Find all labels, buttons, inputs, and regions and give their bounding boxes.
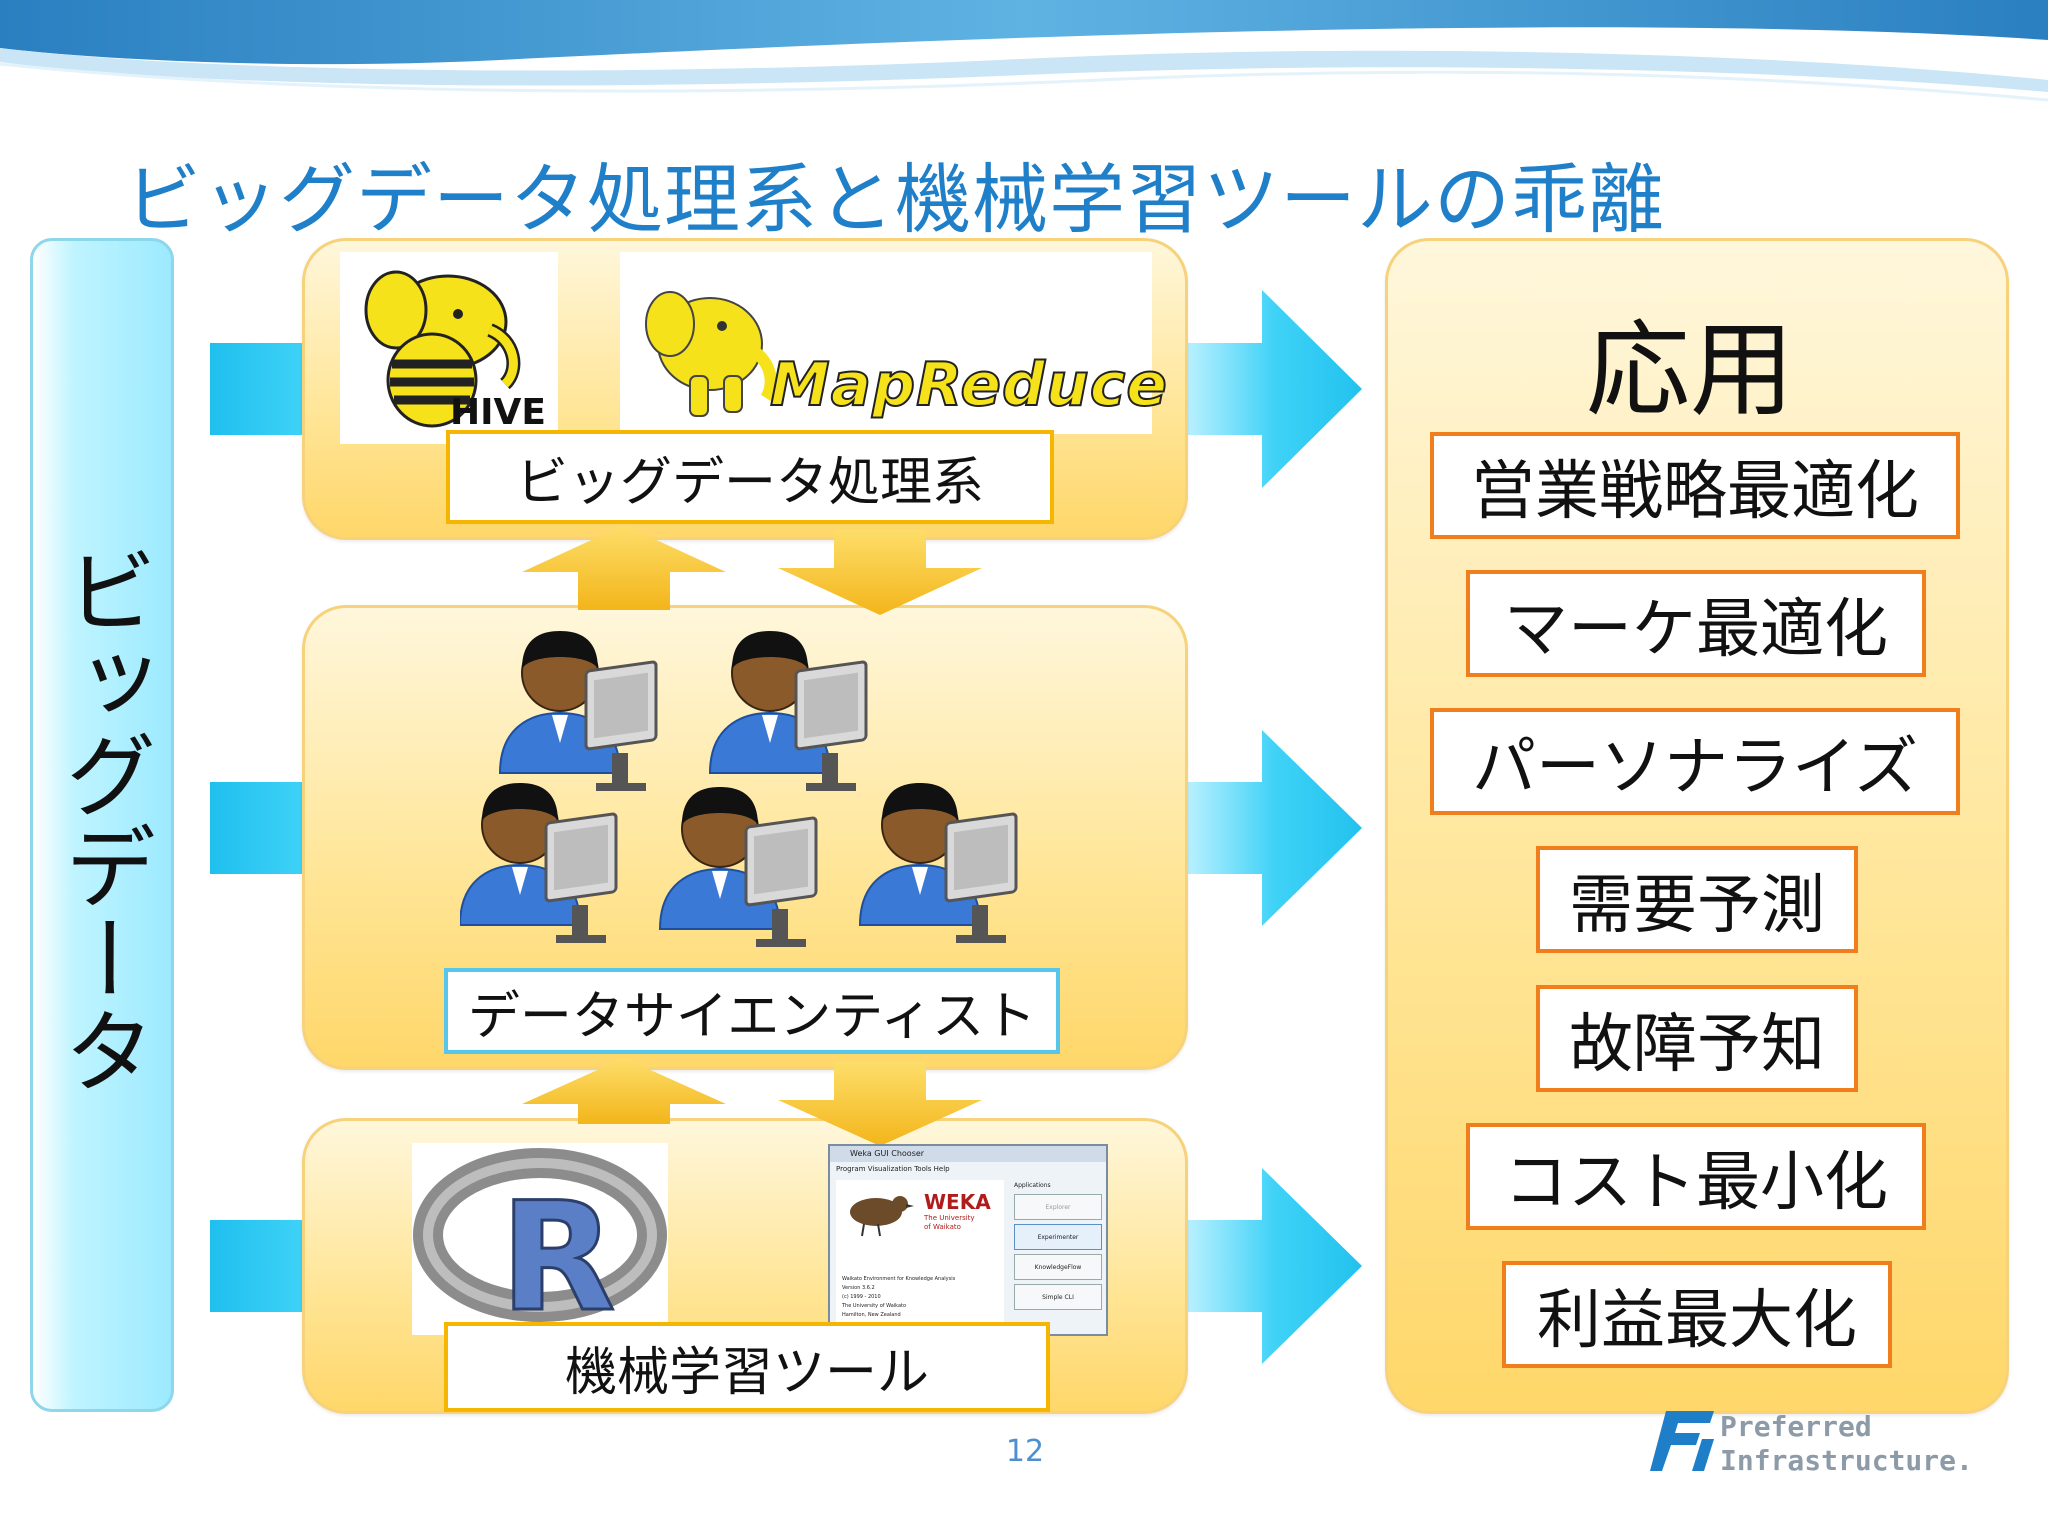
arrow-left-top <box>210 343 305 435</box>
weka-title: Weka GUI Chooser <box>830 1146 1106 1162</box>
app-item-profit-maximize: 利益最大化 <box>1502 1261 1892 1368</box>
arrow-left-bottom <box>210 1220 305 1312</box>
r-text: R <box>499 1171 618 1345</box>
hive-text: HIVE <box>450 392 546 433</box>
arrow-up-2 <box>522 1058 726 1124</box>
arrow-up-1 <box>522 525 726 610</box>
weka-simplecli-button[interactable]: Simple CLI <box>1014 1284 1102 1310</box>
header-swoosh <box>0 0 2048 102</box>
weka-univ1: The University <box>924 1214 975 1222</box>
weka-info3: (c) 1999 - 2010 <box>842 1294 881 1300</box>
app-item-failure-prediction: 故障予知 <box>1536 985 1858 1092</box>
weka-info1: Waikato Environment for Knowledge Analys… <box>842 1276 956 1282</box>
mapreduce-text: MapReduce <box>769 349 1168 421</box>
arrow-down-1 <box>778 530 982 615</box>
arrow-right-top <box>1188 290 1362 488</box>
label-ml-tools: 機械学習ツール <box>444 1322 1050 1412</box>
weka-info5: Hamilton, New Zealand <box>842 1312 901 1318</box>
pfi-line1: Preferred <box>1720 1410 1872 1443</box>
weka-experimenter-button[interactable]: Experimenter <box>1014 1224 1102 1250</box>
weka-info2: Version 3.6.2 <box>842 1285 875 1291</box>
bigdata-label: ビッグデータ <box>49 544 156 1096</box>
arrow-left-middle <box>210 782 305 874</box>
weka-bird-icon <box>850 1196 914 1237</box>
r-logo: R <box>412 1143 668 1335</box>
app-item-cost-minimize: コスト最小化 <box>1466 1123 1926 1230</box>
hive-logo: HIVE <box>340 252 558 444</box>
pfi-logo-text: Preferred Infrastructure. <box>1720 1410 1973 1478</box>
page-number: 12 <box>1005 1434 1045 1469</box>
arrow-right-middle <box>1188 730 1362 926</box>
weka-univ2: of Waikato <box>924 1223 961 1231</box>
mapreduce-logo: MapReduce <box>620 252 1168 434</box>
app-item-sales-strategy: 営業戦略最適化 <box>1430 432 1960 539</box>
arrow-right-bottom <box>1188 1168 1362 1364</box>
label-scientists: データサイエンティスト <box>444 968 1060 1054</box>
app-item-demand-forecast: 需要予測 <box>1536 846 1858 953</box>
arrow-down-2 <box>778 1062 982 1146</box>
weka-knowledgeflow-button[interactable]: KnowledgeFlow <box>1014 1254 1102 1280</box>
weka-info4: The University of Waikato <box>842 1303 907 1309</box>
weka-window: Weka GUI Chooser Program Visualization T… <box>828 1144 1108 1336</box>
slide-title: ビッグデータ処理系と機械学習ツールの乖離 <box>125 155 1665 244</box>
app-item-personalize: パーソナライズ <box>1430 708 1960 815</box>
weka-menu: Program Visualization Tools Help <box>836 1165 950 1173</box>
label-processing: ビッグデータ処理系 <box>446 430 1054 524</box>
weka-brand: WEKA <box>924 1190 991 1214</box>
applications-title: 応用 <box>1585 309 1794 431</box>
bigdata-bar <box>30 238 174 1412</box>
pfi-logo-icon <box>1650 1411 1714 1471</box>
app-item-marketing: マーケ最適化 <box>1466 570 1926 677</box>
pfi-line2: Infrastructure. <box>1720 1444 1973 1477</box>
weka-apps-header: Applications <box>1014 1182 1051 1189</box>
weka-explorer-button[interactable]: Explorer <box>1014 1194 1102 1220</box>
data-scientists-illustration <box>460 629 1018 949</box>
